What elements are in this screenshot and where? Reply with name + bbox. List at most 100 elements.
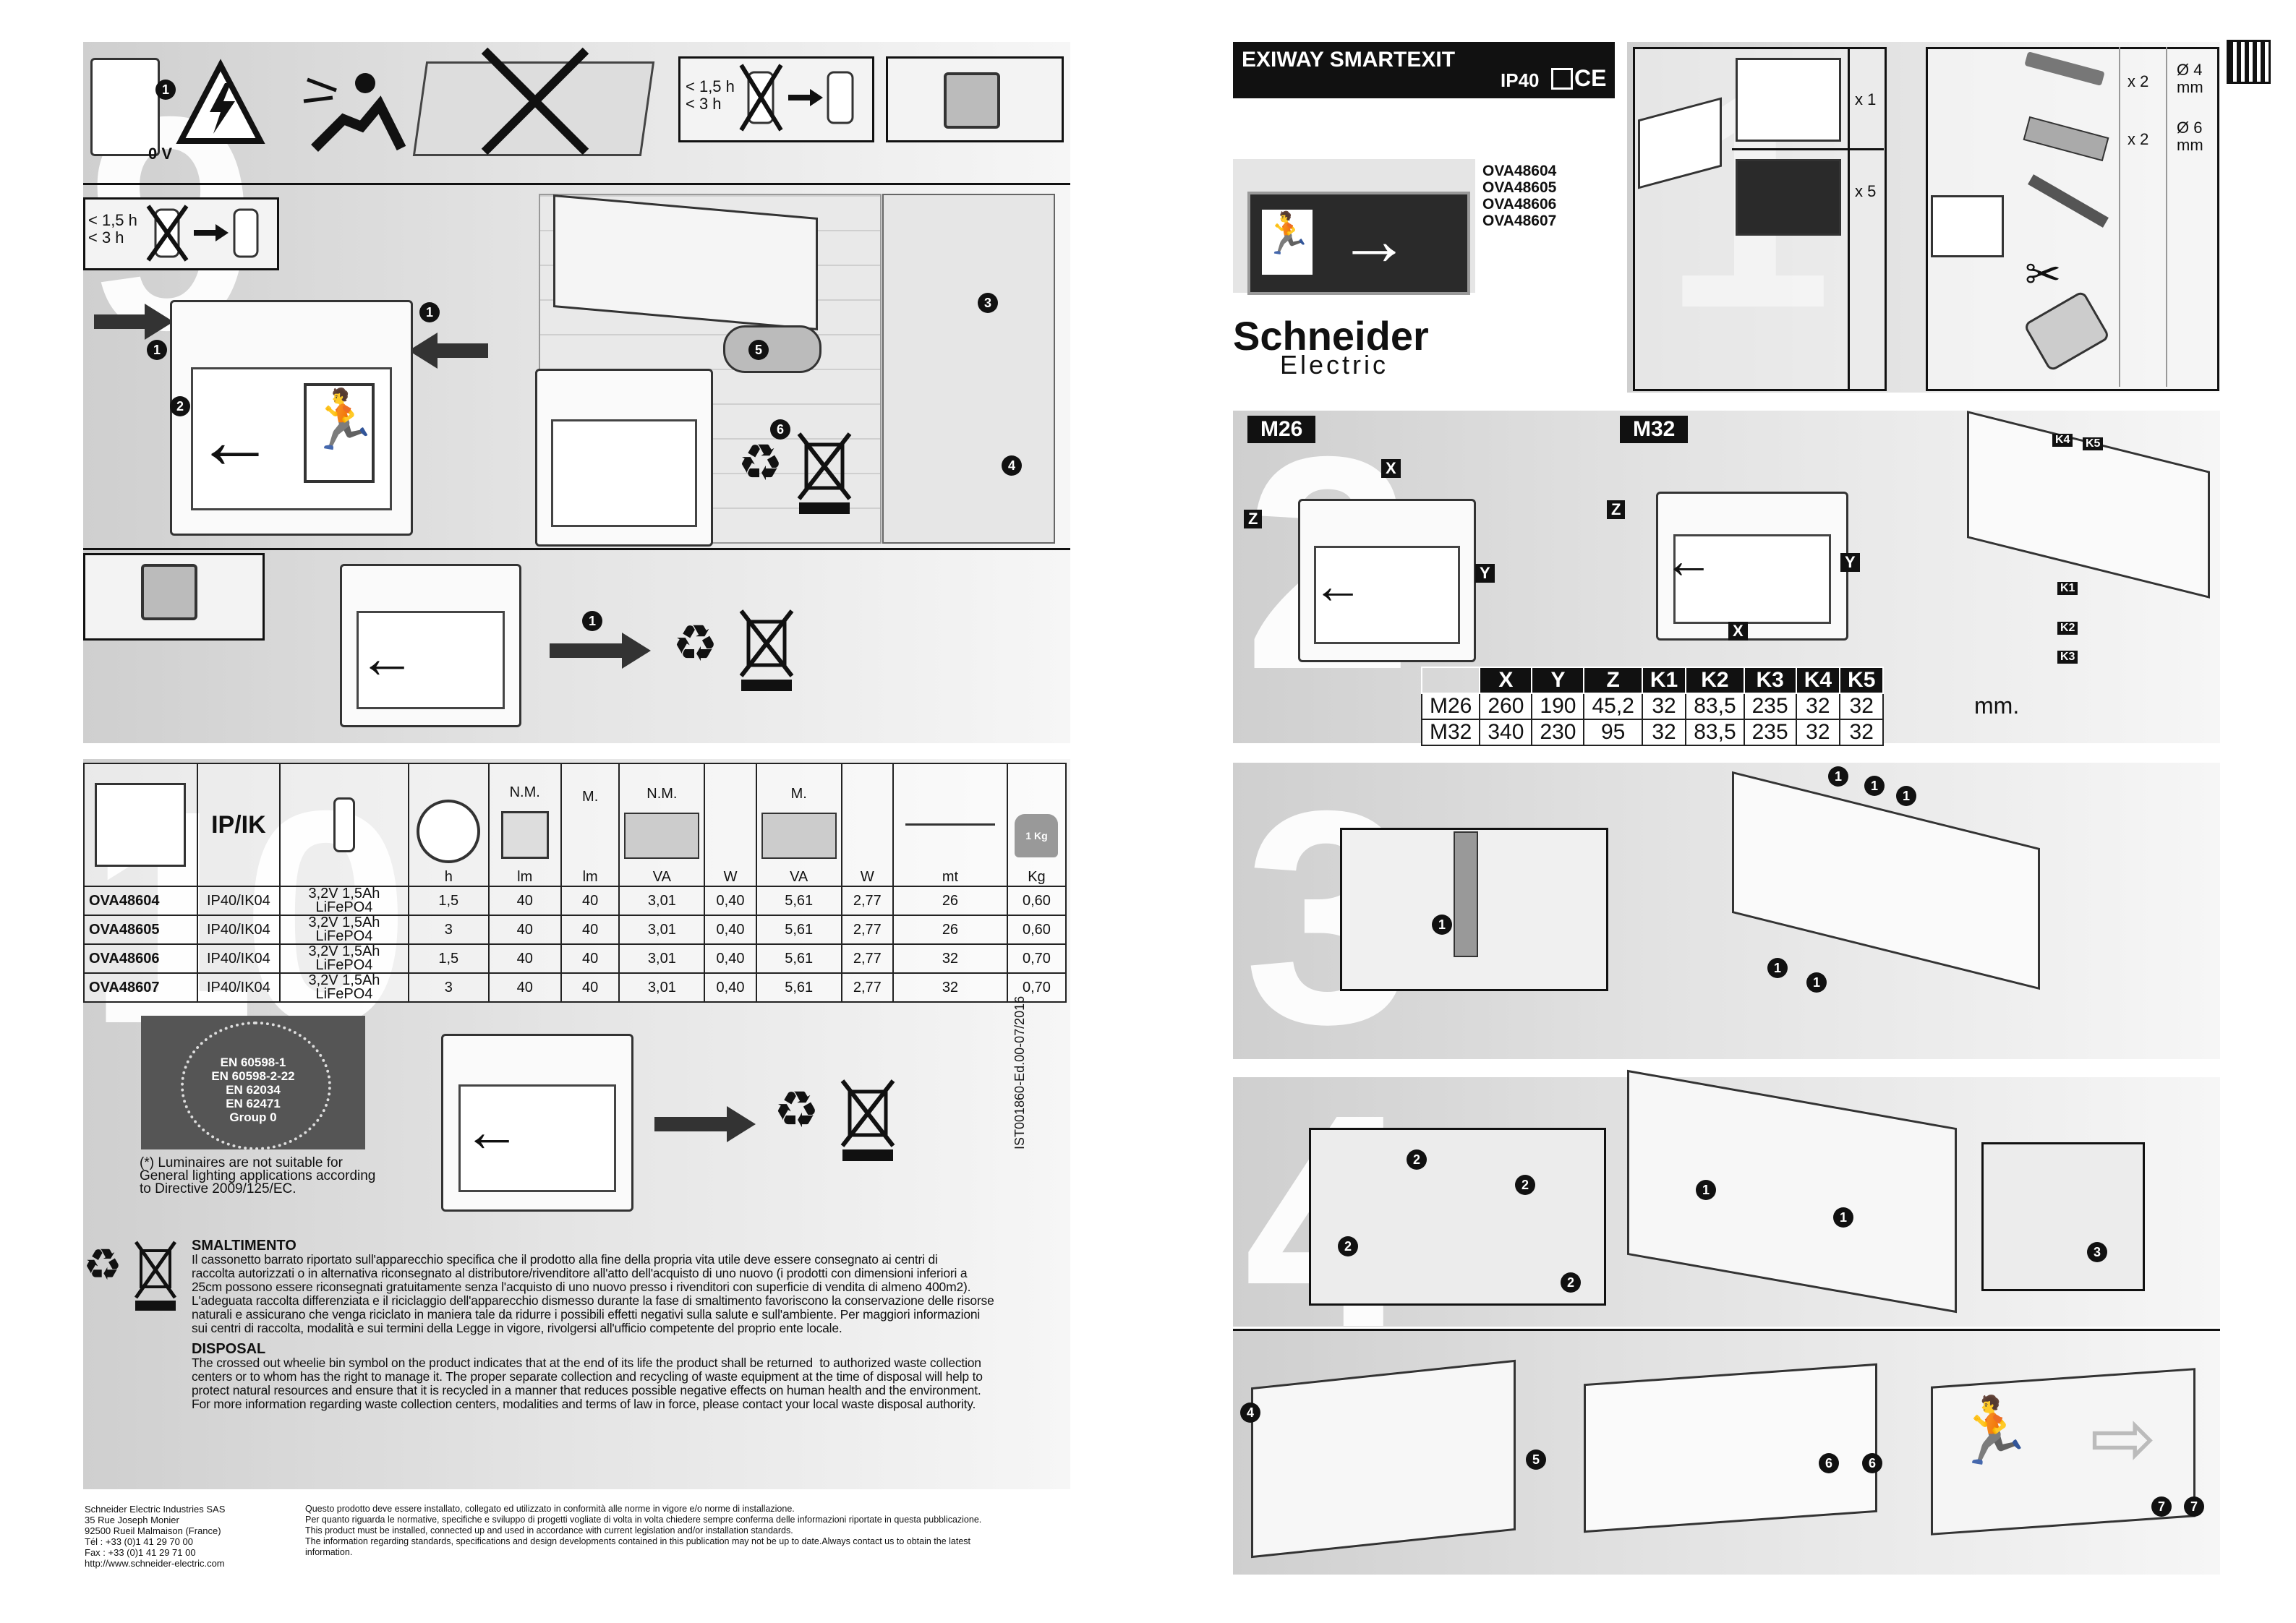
disposal-arrow	[654, 1106, 756, 1142]
spec-cell: 1,5	[408, 943, 490, 974]
exit-sign-partial	[535, 369, 713, 547]
dim-k5: K5	[2083, 437, 2104, 450]
connector-detail-view	[882, 194, 1055, 544]
electric-shock-icon	[303, 73, 406, 152]
dim-k2: K2	[2057, 622, 2078, 635]
unit-va-2: VA	[790, 869, 808, 885]
disposal-text: The crossed out wheelie bin symbol on th…	[192, 1356, 983, 1411]
spec-table: IP/IK h N.M.lm M.lm N.M.VA W M.VA W mt 1…	[83, 763, 1067, 1003]
callout-1a: 1	[147, 340, 167, 360]
callout-4: 4	[1002, 455, 1022, 476]
divider-line	[83, 183, 1070, 185]
breaker-icon	[90, 58, 160, 156]
callout-1-m1: 1	[1828, 766, 1848, 787]
spec-cell: OVA48606	[83, 943, 198, 974]
dim-header-cell: K5	[1839, 667, 1885, 694]
dim-x-m32: X	[1728, 622, 1748, 641]
spec-cell: 3	[408, 915, 490, 945]
eu-standard-1: EN 60598-1	[220, 1055, 286, 1069]
model-label-m32: M32	[1620, 416, 1689, 443]
dim-cell: 83,5	[1685, 693, 1745, 720]
dim-y-m26: Y	[1475, 564, 1495, 583]
callout-6-b: 6	[1862, 1453, 1882, 1473]
eu-standard-4: EN 62471	[226, 1097, 281, 1110]
spec-distance-cell: mt	[892, 763, 1008, 887]
spec-cell: 0,60	[1006, 886, 1067, 916]
spec-ipik-header: IP/IK	[211, 810, 266, 839]
eu-standard-3: EN 62034	[226, 1083, 281, 1097]
spec-cell: 0,40	[704, 943, 757, 974]
product-title-bar: EXIWAY SMARTEXIT IP40 CE	[1233, 42, 1615, 98]
spec-cell: 40	[487, 943, 562, 974]
m26-arrow: ←	[1313, 557, 1363, 614]
callout-4-s: 4	[1240, 1403, 1260, 1423]
wheelie-bin-icon-step9	[797, 432, 852, 514]
dim-cell: 235	[1743, 693, 1797, 720]
dim-z-m32: Z	[1607, 500, 1626, 519]
ce-mark: CE	[1574, 65, 1607, 91]
spec-cell: 32	[892, 943, 1008, 974]
spec-cell: 40	[487, 915, 562, 945]
recycle-icon-small: ♻	[83, 1241, 122, 1289]
dim-unit: mm.	[1974, 693, 2020, 719]
spec-cell: 2,77	[840, 972, 894, 1003]
spec-cell: 40	[487, 972, 562, 1003]
dim-cell: 260	[1479, 693, 1533, 720]
callout-5-s: 5	[1526, 1449, 1546, 1470]
callout-6-a: 6	[1819, 1453, 1839, 1473]
led-module-icon	[944, 72, 1000, 129]
unit-w-1: W	[723, 869, 738, 885]
dim-k1: K1	[2057, 582, 2078, 595]
battery-swap-icon	[146, 205, 259, 262]
spec-sign-icon-cell	[83, 763, 198, 887]
dim-header-cell: Z	[1583, 667, 1643, 694]
callout-2-c4: 2	[1561, 1272, 1581, 1293]
dim-cell: 95	[1583, 719, 1643, 746]
contents-sign-pictogram	[1736, 159, 1841, 236]
spec-cell: 40	[560, 915, 620, 945]
callout-3-w: 3	[2087, 1242, 2107, 1262]
legal-notice: Questo prodotto deve essere installato, …	[305, 1504, 982, 1557]
spec-cell: 3,01	[618, 972, 706, 1003]
spec-cell: 0,40	[704, 972, 757, 1003]
dim-cell: 230	[1531, 719, 1585, 746]
callout-7-a: 7	[2151, 1496, 2172, 1517]
dim-cell: 32	[1641, 719, 1687, 746]
m32-arrow: ←	[1663, 532, 1714, 588]
callout-1c: 1	[582, 611, 602, 631]
spec-clock-cell: h	[408, 763, 490, 887]
brand-schneider: Schneider	[1233, 313, 1429, 359]
dim-header-cell: Y	[1531, 667, 1585, 694]
unit-kg: Kg	[1028, 869, 1046, 885]
dim-x-m26: X	[1381, 459, 1401, 478]
prohibited-cross-icon	[481, 47, 589, 155]
callout-3: 3	[978, 293, 998, 313]
spec-cell: 40	[487, 886, 562, 916]
hdr-nm-2: N.M.	[646, 786, 678, 802]
wheelie-bin-icon-disposal	[840, 1079, 895, 1161]
product-title: EXIWAY SMARTEXIT	[1242, 48, 1456, 72]
tool-qty-1: x 2	[2128, 72, 2149, 90]
recycle-icon-disposal: ♻	[774, 1082, 819, 1138]
dim-header-cell: K3	[1743, 667, 1797, 694]
photo-running-man: 🏃	[1262, 210, 1313, 275]
battery-timing-label: < 1,5 h < 3 h	[88, 211, 137, 247]
dim-header-cell	[1420, 667, 1481, 694]
tool-qty-2: x 2	[2128, 130, 2149, 148]
dim-k3: K3	[2057, 651, 2078, 664]
dim-header-cell: K4	[1795, 667, 1841, 694]
sign-left-arrow-2: ←	[358, 625, 416, 690]
callout-1-a1: 1	[1696, 1180, 1716, 1200]
disposal-title: DISPOSAL	[192, 1341, 266, 1357]
spec-cell: OVA48604	[83, 886, 198, 916]
ip-rating: IP40	[1501, 69, 1540, 91]
product-photo: 🏃 →	[1233, 159, 1475, 295]
